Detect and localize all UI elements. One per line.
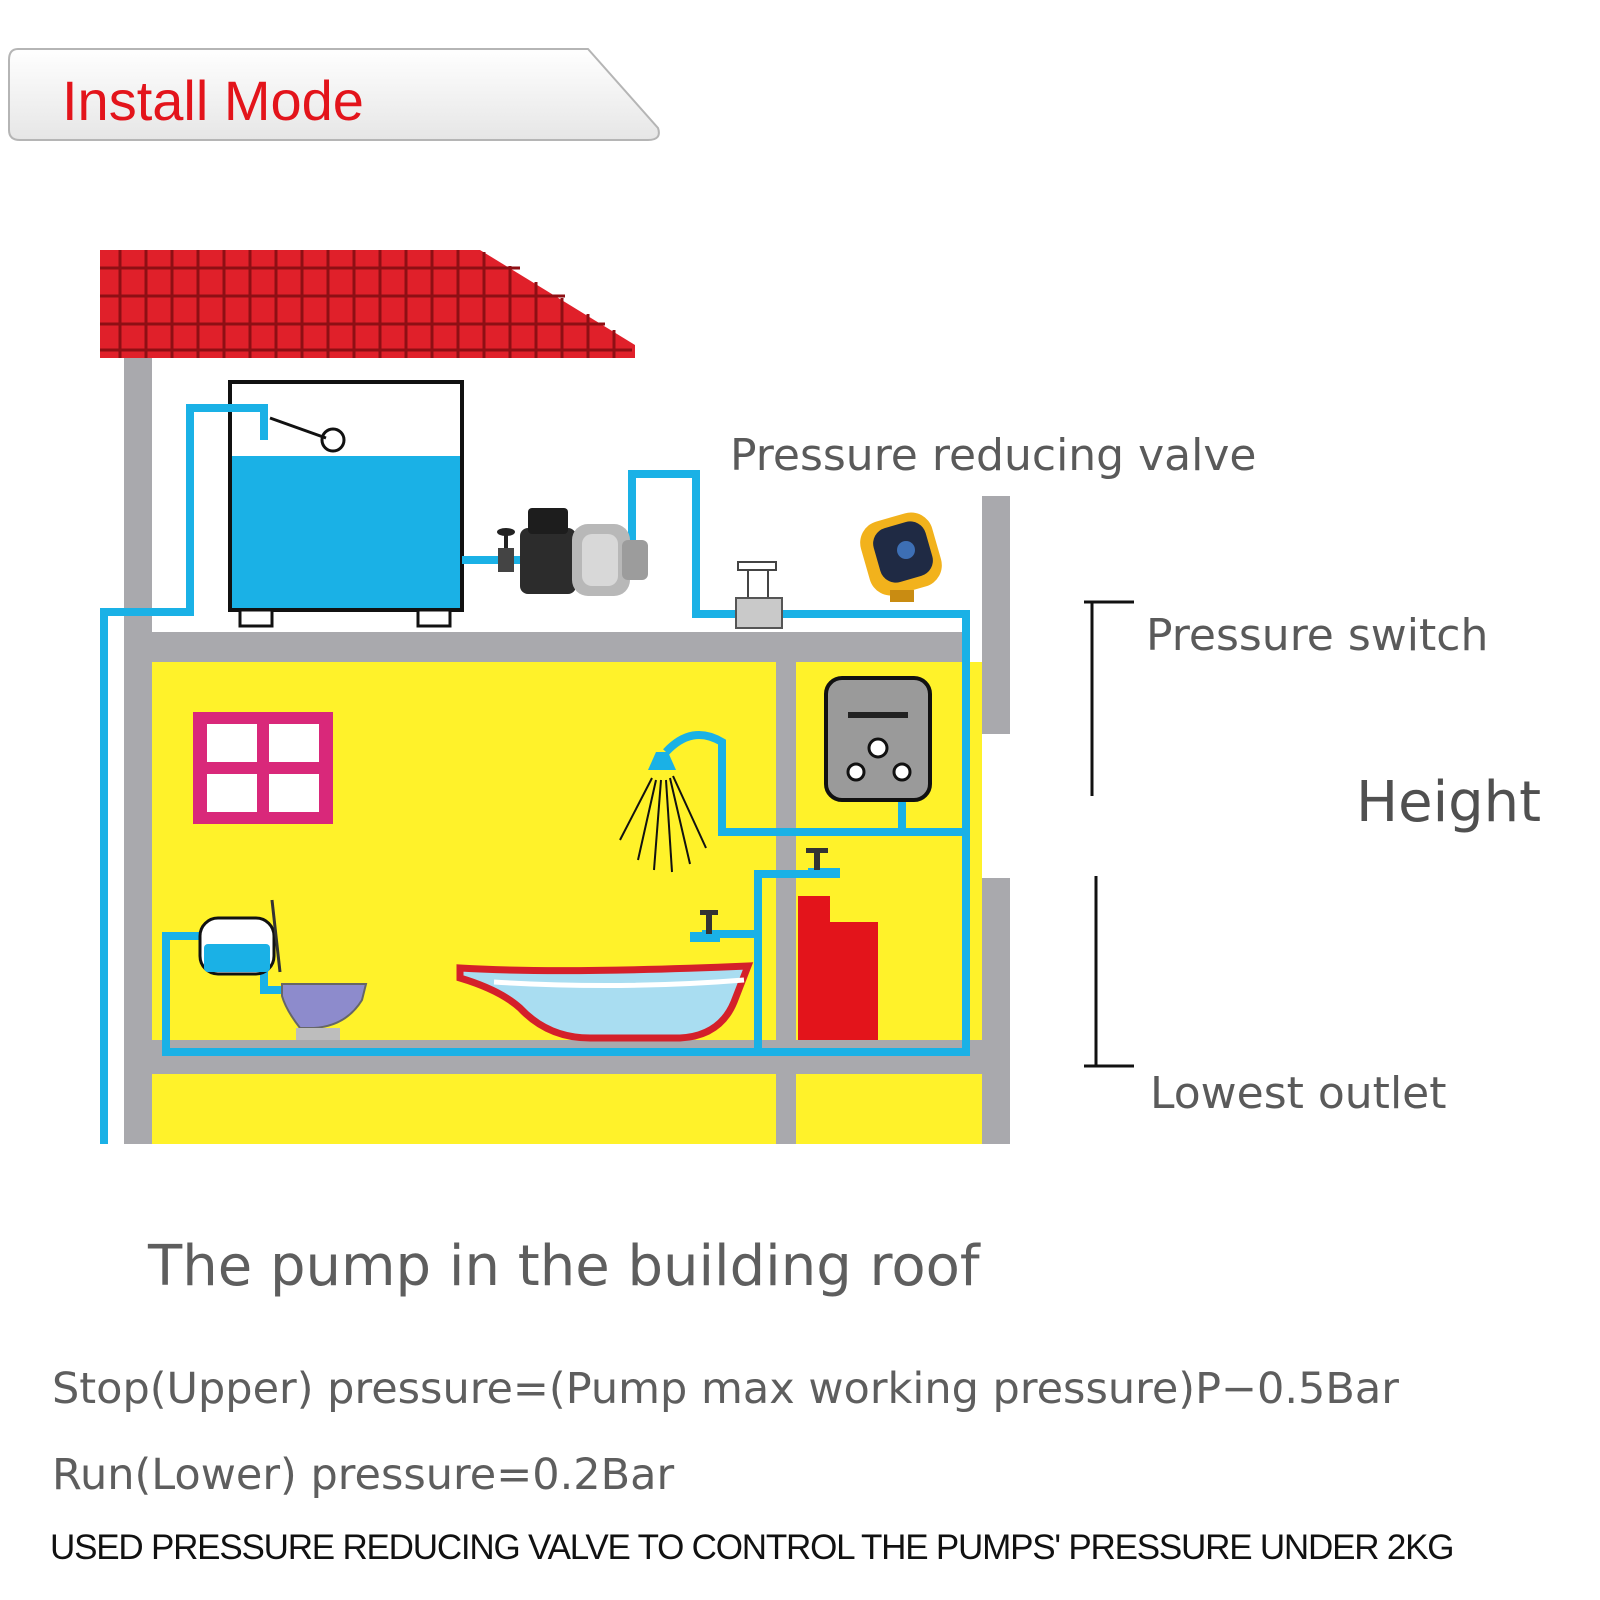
run-pressure-formula: Run(Lower) pressure=0.2Bar bbox=[52, 1450, 675, 1500]
height-bracket bbox=[1084, 600, 1134, 1068]
diagram-caption: The pump in the building roof bbox=[148, 1234, 980, 1299]
roof bbox=[100, 250, 635, 358]
pressure-switch-label: Pressure switch bbox=[1146, 610, 1489, 661]
lowest-outlet-label: Lowest outlet bbox=[1150, 1068, 1447, 1119]
water-tank bbox=[228, 380, 464, 628]
water-heater bbox=[824, 676, 932, 802]
shower bbox=[619, 752, 707, 873]
pump bbox=[497, 508, 648, 596]
page-title: Install Mode bbox=[62, 69, 364, 132]
stop-pressure-formula: Stop(Upper) pressure=(Pump max working p… bbox=[52, 1364, 1399, 1414]
water-pipes bbox=[100, 404, 970, 1144]
bathtub bbox=[456, 910, 754, 1042]
pressure-reducing-valve-icon bbox=[735, 561, 783, 629]
header-tab-shape bbox=[8, 48, 660, 141]
window bbox=[193, 712, 333, 824]
pressure-reducing-valve-label: Pressure reducing valve bbox=[730, 430, 1257, 481]
sink bbox=[798, 848, 878, 1040]
header-tab: Install Mode bbox=[8, 48, 660, 142]
toilet bbox=[198, 899, 368, 1040]
valve-note: USED PRESSURE REDUCING VALVE TO CONTROL … bbox=[50, 1528, 1454, 1567]
pressure-switch-icon bbox=[860, 512, 942, 602]
building-structure bbox=[124, 358, 1010, 1144]
height-label: Height bbox=[1356, 770, 1542, 835]
